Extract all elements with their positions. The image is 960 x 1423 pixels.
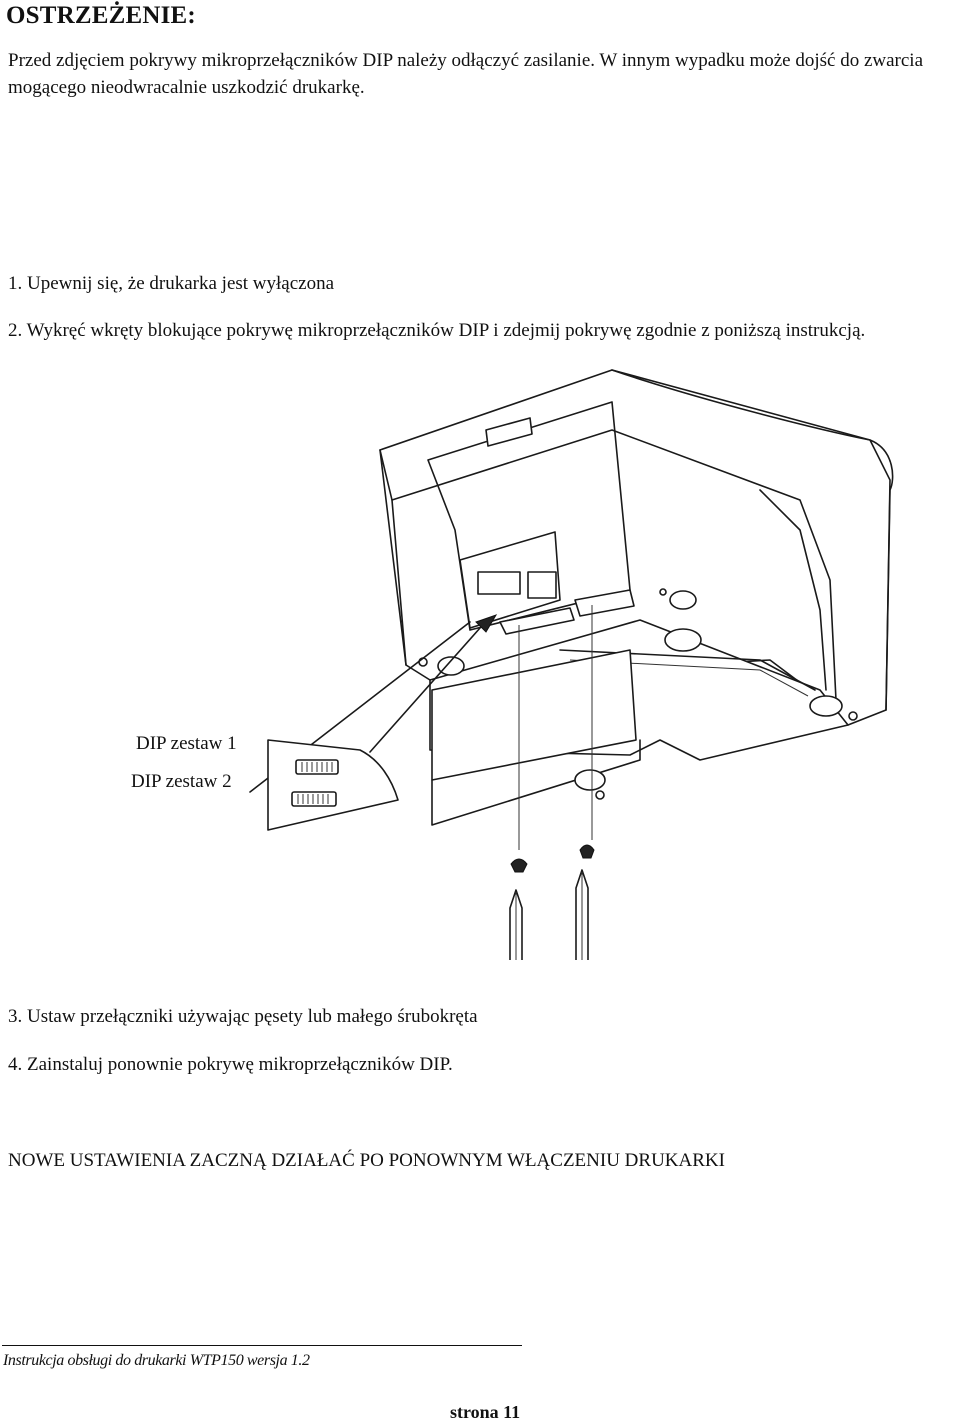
screw-icon — [510, 844, 595, 873]
dip-window-block-2 — [527, 571, 557, 599]
page-number: strona 11 — [450, 1402, 521, 1422]
dip-set-1-label: DIP zestaw 1 — [136, 733, 237, 754]
step-4: 4. Zainstaluj ponownie pokrywę mikroprze… — [8, 1054, 453, 1075]
printer-wall-edge — [391, 429, 837, 701]
dip-slot-2 — [574, 589, 635, 617]
step-2: 2. Wykręć wkręty blokujące pokrywę mikro… — [8, 320, 866, 341]
warning-title: OSTRZEŻENIE: — [6, 2, 196, 29]
printer-figure — [0, 360, 960, 970]
dip-switch-icon — [291, 759, 339, 807]
printer-inner-panel — [427, 401, 631, 631]
printer-rail-inner — [569, 659, 809, 697]
printer-bottom-drawing-icon — [249, 369, 894, 960]
printer-inner-curve — [759, 489, 827, 691]
dip-window-block-1 — [477, 571, 521, 595]
step-3: 3. Ustaw przełączniki używając pęsety lu… — [8, 1006, 478, 1027]
dip-cover-plate — [431, 649, 637, 781]
screwdriver-icon — [509, 869, 589, 960]
restart-notice: NOWE USTAWIENIA ZACZNĄ DZIAŁAĆ PO PONOWN… — [8, 1150, 725, 1171]
printer-corner-curve — [611, 369, 894, 711]
step-1: 1. Upewnij się, że drukarka jest wyłączo… — [8, 273, 335, 294]
dip-cover-bottom — [431, 739, 641, 826]
footer-rule — [2, 1345, 522, 1346]
warning-text: Przed zdjęciem pokrywy mikroprzełącznikó… — [8, 50, 924, 98]
printer-holes — [418, 588, 858, 800]
dip-pointer-1 — [369, 627, 481, 753]
dip-inset-panel — [267, 739, 399, 831]
pointer-arrow — [475, 614, 498, 633]
dip-set-2-label: DIP zestaw 2 — [131, 771, 232, 792]
printer-top-tab — [485, 417, 533, 447]
footer-manual-title: Instrukcja obsługi do drukarki WTP150 we… — [3, 1352, 310, 1369]
